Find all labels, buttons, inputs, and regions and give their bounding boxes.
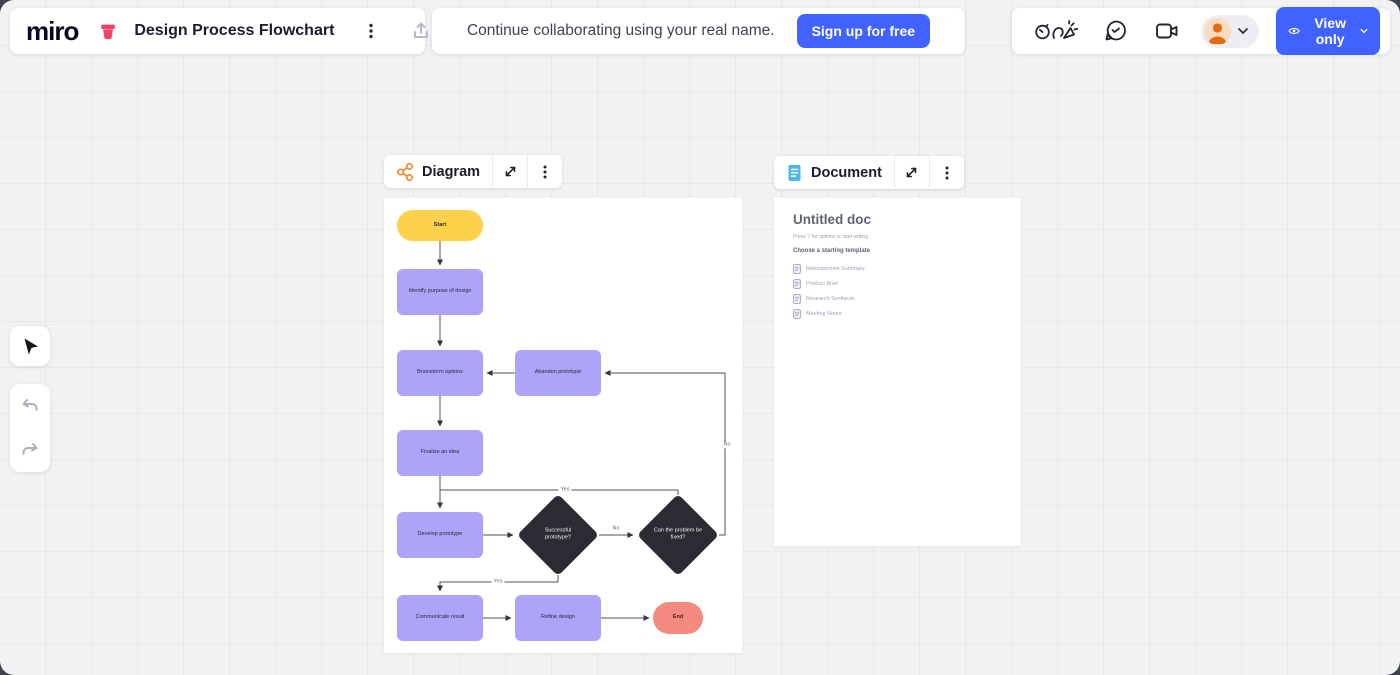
diagram-menu-button[interactable] xyxy=(528,155,562,188)
connector-label-fixable-abandon: No xyxy=(721,441,733,448)
kebab-menu-icon xyxy=(945,166,949,179)
user-menu[interactable] xyxy=(1201,14,1259,48)
facilitation-tools-button[interactable] xyxy=(1030,14,1082,48)
doc-template-label: Research Synthesis xyxy=(806,295,855,302)
flowerpot-icon xyxy=(94,17,122,45)
signup-button[interactable]: Sign up for free xyxy=(796,14,931,48)
doc-templates-heading: Choose a starting template xyxy=(793,248,871,254)
doc-outline-icon xyxy=(793,293,801,304)
flowchart-node-brainstorm[interactable]: Brainstorm options xyxy=(397,350,483,396)
user-avatar-icon xyxy=(1208,22,1227,44)
document-page-icon xyxy=(788,164,801,181)
diagram-frame-header: Diagram xyxy=(384,155,563,188)
doc-outline-icon xyxy=(793,308,801,319)
redo-arrow-icon xyxy=(22,443,38,455)
chevron-down-icon xyxy=(1360,28,1368,34)
cursor-icon xyxy=(24,338,38,355)
doc-template-item-3[interactable]: Meeting Notes xyxy=(793,306,1021,321)
view-only-button[interactable]: View only xyxy=(1276,7,1380,55)
board-header-card: miro Design Process Flowchart xyxy=(10,8,429,54)
chat-button[interactable] xyxy=(1099,14,1133,48)
document-expand-button[interactable] xyxy=(895,156,929,189)
doc-template-label: Retrospective Summary xyxy=(806,265,865,272)
document-frame-title: Document xyxy=(811,164,882,181)
flowchart-node-abandon[interactable]: Abandon prototype xyxy=(515,350,601,396)
connector-label-fixable-develop: Yes xyxy=(558,486,572,493)
document-frame-header: Document xyxy=(774,156,964,189)
flowchart-node-end[interactable]: End xyxy=(653,602,703,634)
flowchart-node-develop[interactable]: Develop prototype xyxy=(397,512,483,558)
doc-template-item-2[interactable]: Research Synthesis xyxy=(793,291,1021,306)
video-camera-icon xyxy=(1156,23,1178,39)
diagram-nodes-icon xyxy=(397,162,413,181)
doc-title[interactable]: Untitled doc xyxy=(793,212,871,227)
board-title[interactable]: Design Process Flowchart xyxy=(134,22,335,39)
history-toolbar xyxy=(10,384,50,472)
export-button[interactable] xyxy=(406,16,436,46)
document-frame[interactable]: Untitled doc Press '/' for options or st… xyxy=(774,198,1021,546)
flowchart-node-identify[interactable]: Identify purpose of design xyxy=(397,269,483,315)
undo-arrow-icon xyxy=(22,399,38,411)
flowchart-node-refine[interactable]: Refine design xyxy=(515,595,601,641)
board-menu-button[interactable] xyxy=(358,18,384,44)
avatar xyxy=(1204,17,1231,45)
doc-hint: Press '/' for options or start writing xyxy=(793,234,868,240)
chat-bubble-icon xyxy=(1105,20,1126,41)
chevron-down-icon xyxy=(1238,28,1248,35)
doc-template-label: Product Brief xyxy=(806,280,838,287)
connector-fixable-abandon[interactable] xyxy=(604,370,726,536)
connector-fixable-develop[interactable] xyxy=(440,489,679,495)
flowchart-node-finalize[interactable]: Finalize an idea xyxy=(397,430,483,476)
flowchart-node-communicate[interactable]: Communicate result xyxy=(397,595,483,641)
doc-template-label: Meeting Notes xyxy=(806,310,842,317)
diagram-frame-title-button[interactable]: Diagram xyxy=(384,162,492,182)
document-menu-button[interactable] xyxy=(930,156,964,189)
connector-label-successful-communicate: Yes xyxy=(491,578,505,585)
collaboration-toolbar: View only xyxy=(1012,7,1390,55)
connector-label-successful-fixable: No xyxy=(610,525,622,532)
eye-icon xyxy=(1288,28,1300,34)
kebab-menu-icon xyxy=(369,23,374,39)
document-content: Untitled doc Press '/' for options or st… xyxy=(774,198,1021,546)
select-tool-button[interactable] xyxy=(10,326,50,366)
upload-icon xyxy=(414,22,429,38)
diagram-expand-button[interactable] xyxy=(493,155,527,188)
expand-icon xyxy=(505,166,515,177)
timer-confetti-icon xyxy=(1035,20,1078,40)
doc-outline-icon xyxy=(793,263,801,274)
redo-button[interactable] xyxy=(10,430,50,470)
doc-template-item-0[interactable]: Retrospective Summary xyxy=(793,261,1021,276)
expand-icon xyxy=(907,167,917,178)
doc-outline-icon xyxy=(793,278,801,289)
document-frame-title-button[interactable]: Document xyxy=(774,163,894,183)
banner-message: Continue collaborating using your real n… xyxy=(466,22,775,39)
view-only-label: View only xyxy=(1314,15,1346,47)
diagram-frame-title: Diagram xyxy=(422,163,481,180)
doc-template-item-1[interactable]: Product Brief xyxy=(793,276,1021,291)
undo-button[interactable] xyxy=(10,386,50,426)
kebab-menu-icon xyxy=(543,165,547,178)
flowchart-node-start[interactable]: Start xyxy=(397,210,483,241)
miro-logo[interactable]: miro xyxy=(26,16,79,46)
signup-banner: Continue collaborating using your real n… xyxy=(432,8,965,54)
video-chat-button[interactable] xyxy=(1150,15,1184,47)
